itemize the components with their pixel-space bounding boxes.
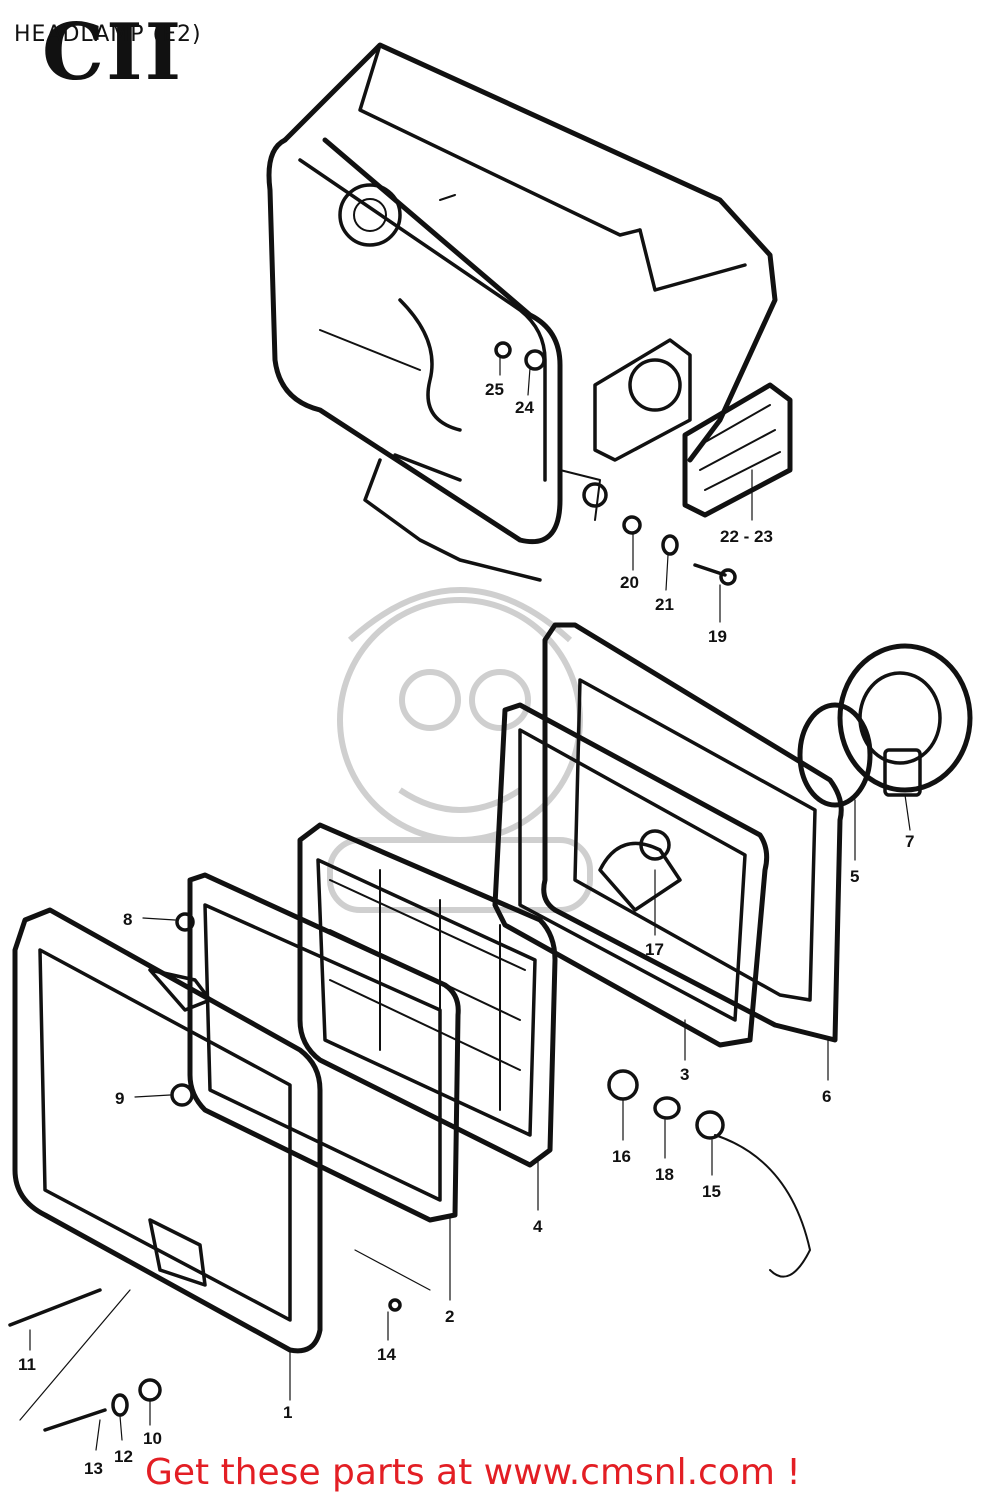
callout-18: 18 bbox=[655, 1165, 674, 1184]
callout-20: 20 bbox=[620, 573, 639, 592]
callout-12: 12 bbox=[114, 1447, 133, 1466]
leader-lines bbox=[19, 354, 911, 1451]
callout-3: 3 bbox=[680, 1065, 689, 1084]
callout-17: 17 bbox=[645, 940, 664, 959]
headlamp-housing bbox=[266, 42, 778, 582]
callout-11: 11 bbox=[18, 1355, 36, 1374]
hardware-top bbox=[494, 341, 737, 586]
callout-1: 1 bbox=[283, 1403, 292, 1422]
outer-bezel-1 bbox=[12, 907, 323, 1354]
callout-10: 10 bbox=[143, 1429, 162, 1448]
inner-rim-2 bbox=[187, 872, 461, 1223]
bulb-socket-5-7 bbox=[797, 643, 973, 808]
callout-19: 19 bbox=[708, 627, 727, 646]
lamp-frame-3 bbox=[492, 702, 770, 1048]
callout-5: 5 bbox=[850, 867, 859, 886]
callout-21: 21 bbox=[655, 595, 674, 614]
callout-9: 9 bbox=[115, 1089, 124, 1108]
callout-16: 16 bbox=[612, 1147, 631, 1166]
callout-7: 7 bbox=[905, 832, 914, 851]
callout-labels: 1 2 3 4 5 6 7 8 9 10 11 12 13 14 15 16 1… bbox=[18, 380, 914, 1478]
footer-link[interactable]: Get these parts at www.cmsnl.com ! bbox=[145, 1452, 801, 1493]
callout-2: 2 bbox=[445, 1307, 454, 1326]
callout-4: 4 bbox=[533, 1217, 543, 1236]
callout-15: 15 bbox=[702, 1182, 721, 1201]
hardware-bottom bbox=[8, 912, 811, 1432]
diagram-title: HEADLAMP (E2) bbox=[14, 22, 202, 47]
callout-22-23: 22 - 23 bbox=[720, 527, 773, 546]
callout-6: 6 bbox=[822, 1087, 831, 1106]
mounting-rim-6 bbox=[541, 622, 844, 1043]
housing-side-bracket bbox=[593, 338, 692, 462]
callout-8: 8 bbox=[123, 910, 132, 929]
reflector-22-23 bbox=[682, 382, 793, 518]
callout-14: 14 bbox=[377, 1345, 396, 1364]
callout-24: 24 bbox=[515, 398, 534, 417]
mechanic-mascot-watermark bbox=[327, 587, 593, 913]
callout-13: 13 bbox=[84, 1459, 103, 1478]
sealed-beam-unit-4 bbox=[297, 822, 558, 1168]
model-logo: CII bbox=[42, 7, 184, 98]
callout-25: 25 bbox=[485, 380, 504, 399]
